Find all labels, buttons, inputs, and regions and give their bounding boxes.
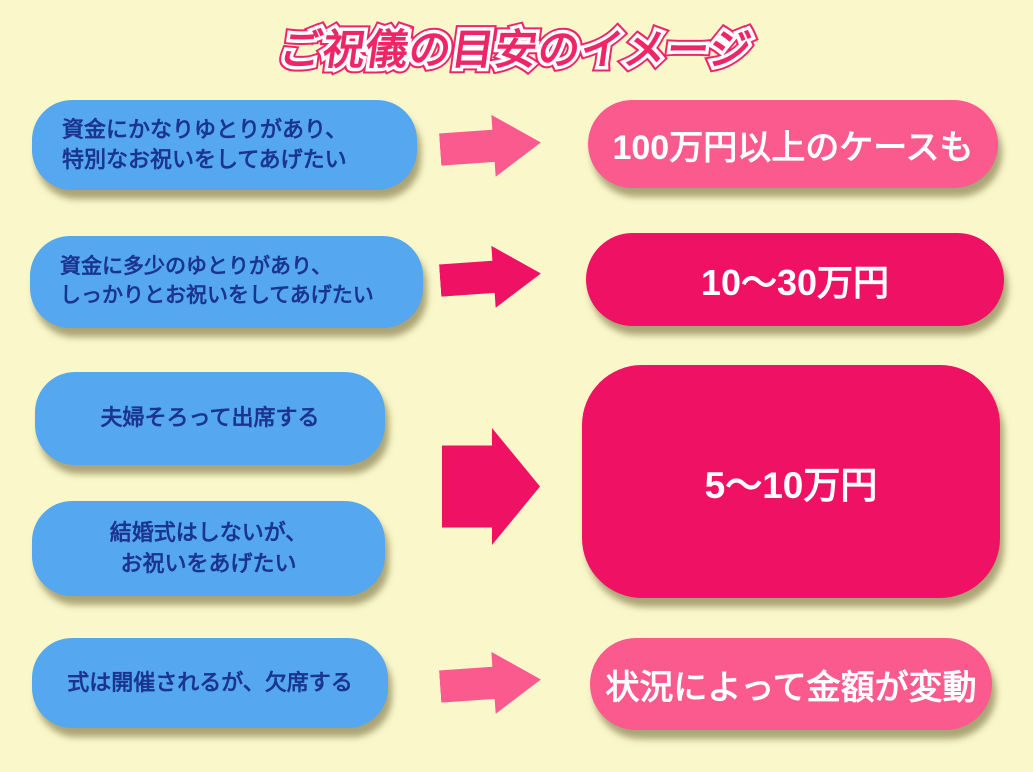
condition-box-1: 資金にかなりゆとりがあり、 特別なお祝いをしてあげたい (32, 100, 417, 190)
condition-1-line-1: 資金にかなりゆとりがあり、 (62, 116, 348, 142)
right-arrow-icon-3-4 (442, 428, 540, 545)
right-arrow-icon-1 (438, 112, 543, 181)
amount-box-2: 10〜30万円 (586, 233, 1004, 326)
page-title-text: ご祝儀の目安のイメージ (276, 26, 756, 73)
amount-box-1: 100万円以上のケースも (588, 100, 998, 188)
condition-box-5: 式は開催されるが、欠席する (32, 638, 388, 728)
amount-2-text: 10〜30万円 (700, 261, 890, 303)
condition-box-2: 資金に多少のゆとりがあり、 しっかりとお祝いをしてあげたい (30, 236, 423, 328)
condition-box-3: 夫婦そろって出席する (35, 372, 385, 465)
amount-box-3-4: 5〜10万円 (582, 365, 1000, 598)
condition-1-line-2: 特別なお祝いをしてあげたい (62, 147, 347, 172)
amount-box-5: 状況によって金額が変動 (590, 638, 992, 730)
right-arrow-icon-2 (438, 243, 543, 312)
condition-4-line-2: お祝いをあげたい (120, 550, 297, 576)
condition-box-4: 結婚式はしないが、 お祝いをあげたい (32, 501, 385, 596)
condition-4-line-1: 結婚式はしないが、 (109, 520, 308, 546)
condition-5-line-1: 式は開催されるが、欠席する (67, 669, 353, 695)
page-title: ご祝儀の目安のイメージ ご祝儀の目安のイメージ ご祝儀の目安のイメージ (0, 16, 1033, 79)
right-arrow-icon-5 (438, 649, 543, 718)
condition-2-line-2: しっかりとお祝いをしてあげたい (60, 284, 374, 307)
condition-2-line-1: 資金に多少のゆとりがあり、 (60, 255, 333, 279)
condition-3-line-1: 夫婦そろって出席する (100, 405, 320, 431)
amount-1-text: 100万円以上のケースも (612, 128, 974, 167)
amount-5-text: 状況によって金額が変動 (605, 668, 977, 707)
amount-3-4-text: 5〜10万円 (704, 464, 878, 506)
